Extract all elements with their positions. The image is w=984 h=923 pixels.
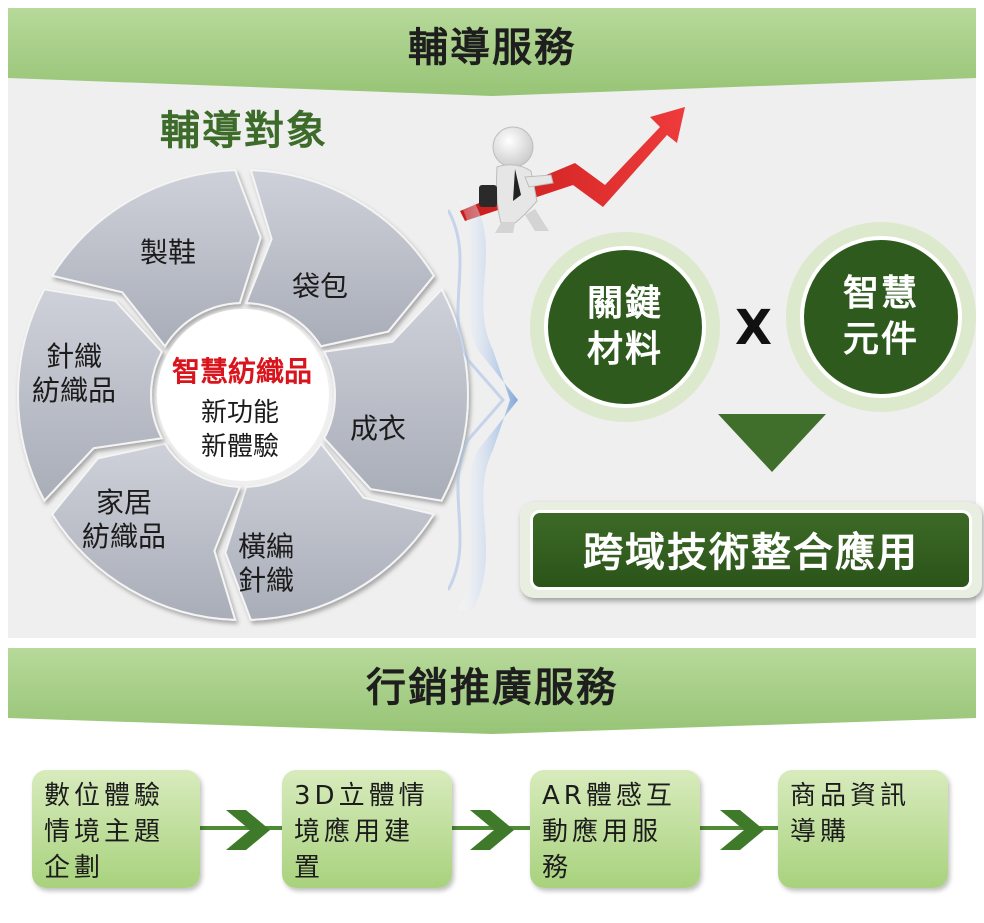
segment-label-shoes: 製鞋 [140, 236, 197, 269]
result-box: 跨域技術整合應用 [520, 502, 982, 598]
segment-label-knit-textiles: 針織 紡織品 [32, 340, 117, 407]
smart-components-circle: 智慧 元件 [786, 222, 976, 412]
flow-connector [698, 826, 778, 830]
wheel-center-title: 智慧紡織品 [171, 355, 312, 388]
service-banner: 輔導服務 [8, 8, 976, 100]
section-subtitle: 輔導對象 [160, 108, 328, 154]
wheel-center [157, 309, 329, 481]
segment-label-garments: 成衣 [350, 412, 407, 445]
banner-title: 行銷推廣服務 [366, 665, 618, 711]
center-line-1: 新功能 [200, 398, 279, 428]
flow-step-2: 3D立體情 境應用建 置 [282, 770, 452, 888]
wheel-segment [17, 288, 164, 503]
banner-shape [8, 8, 976, 96]
circle-text: 智慧 [842, 273, 919, 314]
chevron-right-icon [720, 810, 764, 850]
chevron-right-icon [470, 810, 514, 850]
cycle-wheel [17, 169, 469, 621]
segment-label-bags: 袋包 [292, 270, 349, 303]
flow-step-1: 數位體驗 情境主題 企劃 [32, 770, 200, 888]
growth-figure-illustration [460, 107, 685, 233]
blue-wave-connector [448, 200, 518, 610]
wheel-segment [224, 442, 436, 621]
result-text: 跨域技術整合應用 [530, 510, 972, 590]
wheel-segment [50, 169, 262, 348]
circle-text: 關鍵 [586, 283, 663, 324]
segment-label-home-textiles: 家居 紡織品 [82, 486, 167, 553]
key-materials-circle: 關鍵 材料 [530, 232, 720, 422]
wheel-center-text: 新功能 新體驗 [170, 396, 310, 464]
multiply-sign: X [735, 300, 773, 356]
down-arrow-icon [718, 414, 826, 472]
wheel-segment [50, 442, 242, 621]
chevron-right-icon [226, 810, 270, 850]
flow-connector [196, 826, 286, 830]
wheel-segment [244, 169, 436, 348]
center-line-2: 新體驗 [200, 432, 279, 462]
flow-step-3: AR體感互 動應用服 務 [530, 770, 700, 888]
circle-text: 材料 [586, 329, 663, 370]
segment-label-flat-knit: 橫編 針織 [238, 530, 295, 597]
marketing-banner: 行銷推廣服務 [8, 648, 976, 740]
flow-connector [450, 826, 530, 830]
banner-shape [8, 648, 976, 734]
circle-text: 元件 [842, 319, 919, 360]
flow-step-4: 商品資訊 導購 [778, 770, 948, 888]
banner-title: 輔導服務 [408, 25, 576, 71]
